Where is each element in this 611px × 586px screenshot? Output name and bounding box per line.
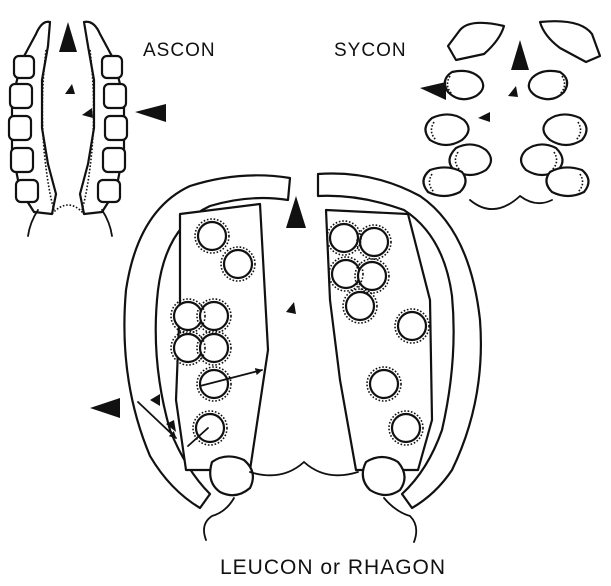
- leucon-inflow-arrow: [90, 398, 120, 418]
- ascon-base-collar: [52, 205, 84, 214]
- sycon-base: [470, 196, 552, 209]
- sycon-left-body: [448, 23, 504, 60]
- leucon-osculum-arrow: [286, 196, 306, 228]
- ascon-base-stalk: [28, 210, 112, 236]
- sycon-right-body: [540, 21, 600, 62]
- ascon-inflow-arrow: [135, 104, 166, 122]
- sycon-flow-arrow-small: [478, 112, 490, 122]
- leucon-diagram: [90, 173, 481, 542]
- leucon-basal-chamber-left: [210, 456, 253, 495]
- leucon-left-chambers: [171, 204, 268, 470]
- ascon-right-wall: [80, 22, 127, 214]
- sycon-inflow-arrow: [420, 82, 446, 100]
- ascon-flow-arrow-small: [82, 108, 93, 118]
- ascon-left-wall: [9, 22, 56, 214]
- ascon-flow-arrow-small: [65, 84, 75, 94]
- sycon-diagram: [420, 21, 600, 209]
- sycon-right-canals: [521, 71, 589, 196]
- leucon-basal-chamber-right: [363, 457, 405, 495]
- sycon-osculum-arrow: [511, 40, 529, 70]
- ascon-osculum-arrow: [59, 22, 77, 52]
- sycon-label: SYCON: [334, 40, 407, 62]
- leucon-base-outline: [250, 462, 358, 475]
- leucon-stalk-left: [204, 498, 234, 540]
- leucon-flow-arrow-small: [286, 302, 296, 314]
- ascon-label: ASCON: [143, 40, 216, 62]
- leucon-right-chambers: [326, 210, 432, 470]
- sycon-flow-arrow-small: [508, 86, 518, 97]
- leucon-rhagon-label: LEUCON or RHAGON: [220, 556, 446, 580]
